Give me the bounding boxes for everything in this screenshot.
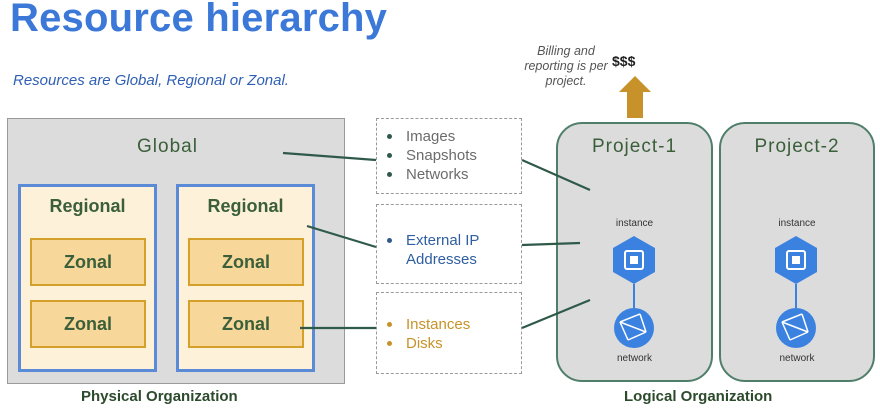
subtitle: Resources are Global, Regional or Zonal. xyxy=(13,72,289,89)
resource-list-global: Images Snapshots Networks xyxy=(376,118,522,194)
list-item: Images xyxy=(387,127,521,146)
up-arrow-icon xyxy=(619,76,651,118)
network-icon xyxy=(614,308,654,348)
list-item: External IP xyxy=(387,231,521,250)
region-label-2: Regional xyxy=(207,196,284,216)
zone-box: Zonal xyxy=(30,300,146,348)
connector-line xyxy=(521,158,591,192)
list-item: Instances xyxy=(387,315,521,334)
connector-line xyxy=(521,241,581,247)
connector-line xyxy=(282,151,377,162)
region-label-1: Regional xyxy=(49,196,126,216)
instance-icon xyxy=(613,236,655,284)
list-item: Networks xyxy=(387,165,521,184)
network-label: network xyxy=(779,353,815,364)
connector-line xyxy=(306,224,377,249)
network-icon xyxy=(776,308,816,348)
connector-line xyxy=(521,298,591,330)
instance-label: instance xyxy=(615,218,654,229)
physical-organization-label: Physical Organization xyxy=(81,388,238,405)
instance-icon xyxy=(775,236,817,284)
billing-note: Billing and reporting is per project. xyxy=(524,44,608,88)
global-label: Global xyxy=(137,136,198,157)
project-label-2: Project-2 xyxy=(754,136,840,157)
zone-box: Zonal xyxy=(188,300,304,348)
zone-box: Zonal xyxy=(30,238,146,286)
list-item: Addresses xyxy=(406,251,477,268)
resource-list-zonal: Instances Disks xyxy=(376,292,522,374)
list-item: Disks xyxy=(387,334,521,353)
logical-organization-label: Logical Organization xyxy=(624,388,773,405)
page-title: Resource hierarchy xyxy=(10,0,388,40)
zone-box: Zonal xyxy=(188,238,304,286)
resource-list-regional: External IP Addresses xyxy=(376,204,522,284)
network-label: network xyxy=(616,353,652,364)
list-item: Snapshots xyxy=(387,146,521,165)
project-label-1: Project-1 xyxy=(591,136,678,157)
instance-label: instance xyxy=(778,218,816,229)
billing-symbol: $$$ xyxy=(612,53,636,69)
